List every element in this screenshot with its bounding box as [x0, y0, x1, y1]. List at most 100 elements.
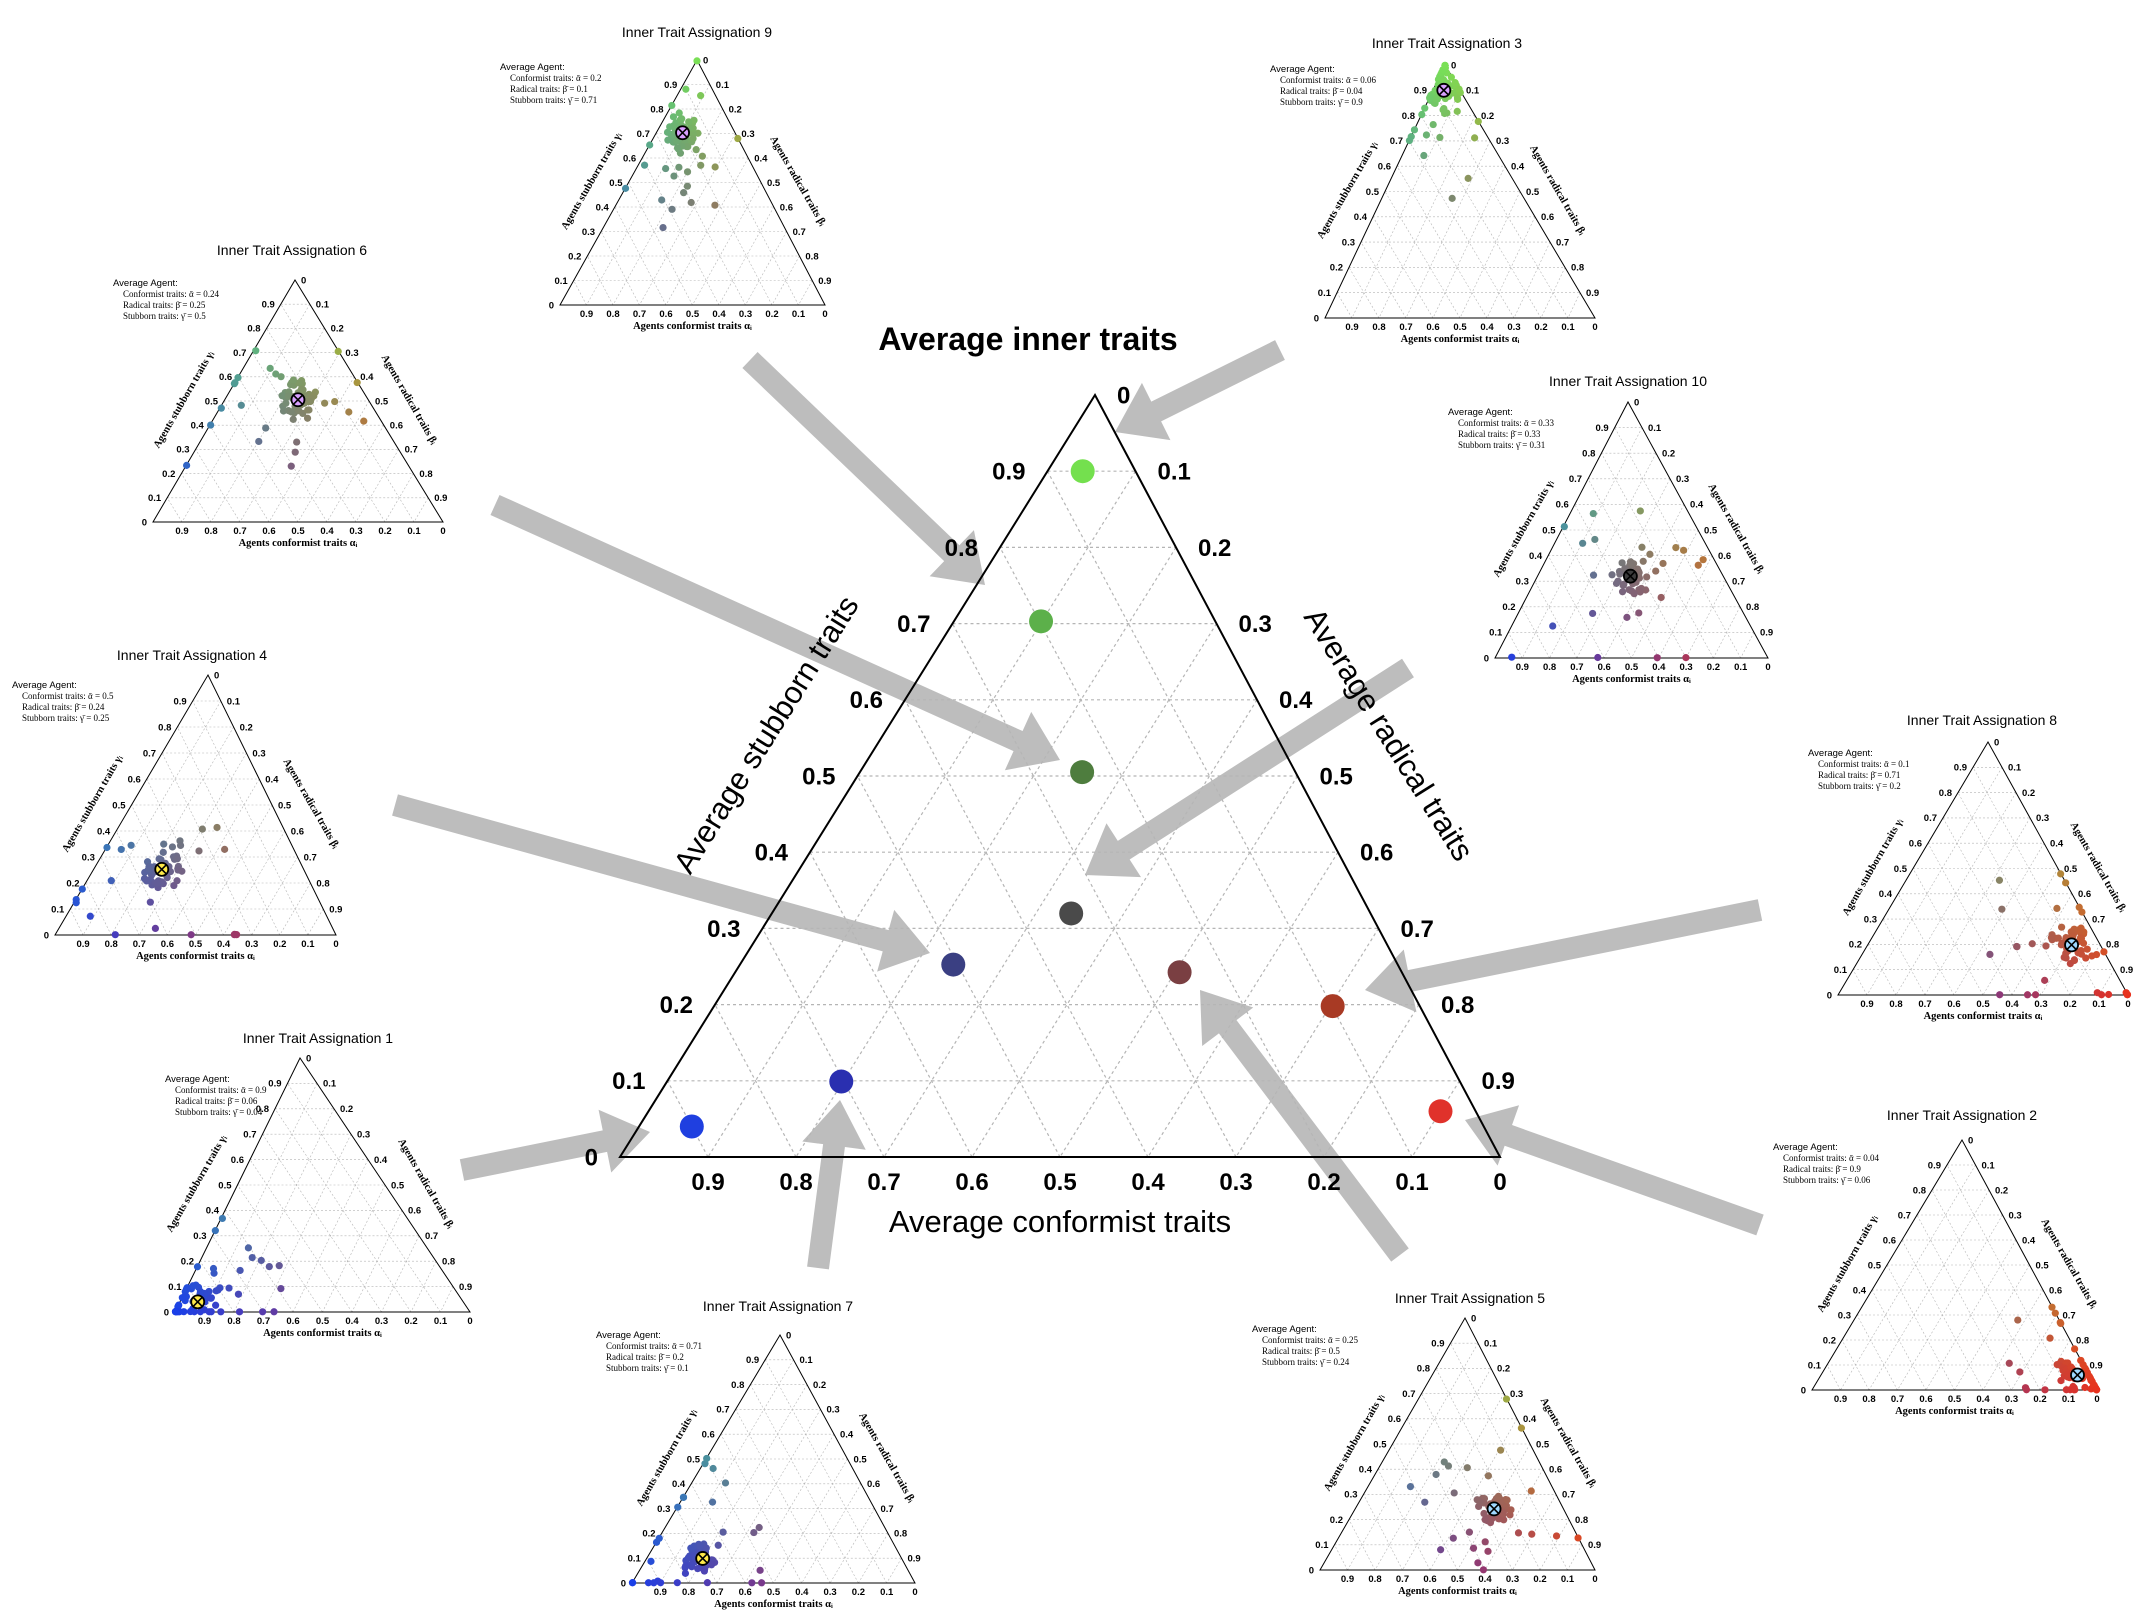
subplot-agent-point: [2041, 976, 2049, 984]
subplot-tick-right: 0.3: [1496, 136, 1509, 147]
subplot-grid-line: [239, 352, 340, 523]
subplot-tick-bottom: 0.9: [76, 939, 89, 950]
subplot-tick-right: 0.5: [375, 396, 389, 407]
subplot-tick-bottom: 0.7: [1570, 662, 1583, 673]
subplot-tick-right: 0.9: [329, 904, 342, 915]
subplot-average-radical: Radical traits: β̄ = 0.33: [1458, 429, 1541, 439]
subplot-tick-left: 0.7: [1402, 1389, 1415, 1400]
subplot-agent-point: [277, 1284, 285, 1293]
subplot-tick-right: 0.2: [1662, 449, 1675, 460]
main-tick-left: 0: [585, 1144, 598, 1171]
subplot-agent-point: [682, 85, 690, 93]
subplot-grid-line: [858, 1533, 889, 1584]
subplot-tick-bottom: 0.7: [1399, 322, 1412, 333]
subplot-tick-left: 0.7: [637, 129, 650, 140]
subplot-tick-bottom: 0.5: [1453, 322, 1467, 333]
subplot-grid-line: [166, 497, 183, 523]
subplot-tick-right: 0: [786, 1330, 791, 1341]
subplot-agent-point: [196, 1287, 205, 1296]
main-axis-bottom-label: Average conformist traits: [889, 1204, 1231, 1239]
subplot-agent-point: [685, 118, 693, 126]
subplot-agent-point: [2104, 990, 2113, 999]
subplot-agent-point: [289, 376, 298, 384]
subplot-tick-right: 0.6: [2049, 1285, 2062, 1296]
subplot-agent-point: [1589, 571, 1598, 579]
subplot-agent-point: [2048, 1303, 2056, 1311]
subplot-tick-right: 0.1: [800, 1355, 814, 1366]
subplot-agent-point: [1465, 1528, 1474, 1536]
subplot-tick-right: 0.8: [894, 1529, 907, 1540]
subplot-agent-point: [673, 144, 682, 152]
subplot-agent-point: [1638, 543, 1646, 551]
subplot-agent-point: [266, 364, 274, 372]
subplot-tick-left: 0.5: [609, 178, 623, 189]
subplot-agent-point: [1616, 570, 1624, 578]
subplot-grid-lines: [70, 700, 324, 936]
subplot-tick-left: 0.4: [596, 202, 610, 213]
subplot-grid-line: [1852, 969, 1868, 996]
subplot-tick-right: 0: [214, 670, 219, 681]
subplot-tick-bottom: 0: [2094, 1394, 2099, 1405]
subplot-grid-line: [1405, 140, 1491, 319]
subplot-tick-right: 0: [306, 1053, 311, 1064]
subplot-tick-left: 0.4: [1354, 212, 1368, 223]
subplot-tick-left: 0.1: [1315, 1540, 1329, 1551]
subplot-agent-point: [1450, 1489, 1458, 1497]
subplot-tick-right: 0.3: [345, 348, 358, 359]
subplot-tick-right: 0.9: [818, 276, 831, 287]
subplot-agent-point: [662, 164, 670, 173]
subplot-tick-left: 0.1: [1489, 628, 1503, 639]
subplot-agent-point: [703, 1579, 711, 1587]
subplot-agent-point: [1469, 1544, 1478, 1552]
subplot-tick-bottom: 0: [440, 526, 445, 537]
subplot-grid-line: [1540, 267, 1566, 319]
subplot-agent-point: [628, 1579, 637, 1587]
subplot-tick-left: 0: [1309, 1565, 1314, 1576]
subplot-grid-line: [181, 473, 212, 523]
subplot-tick-bottom: 0.6: [1426, 322, 1439, 333]
subplot-tick-right: 0.7: [425, 1231, 438, 1242]
subplot-tick-right: 0.7: [405, 445, 418, 456]
subplot-tick-right: 0.4: [374, 1155, 388, 1166]
main-tick-right: 0.3: [1239, 611, 1272, 638]
subplot-tick-right: 0.9: [459, 1282, 472, 1293]
main-tick-bottom: 0.5: [1043, 1169, 1076, 1196]
subplot-tick-left: 0.2: [181, 1257, 194, 1268]
subplot-grid-line: [1360, 241, 1407, 319]
subplot-tick-left: 0.6: [623, 153, 636, 164]
subplot-agent-point: [673, 137, 681, 145]
subplot-tick-left: 0.7: [1898, 1210, 1911, 1221]
subplot-agent-point: [207, 1294, 215, 1302]
subplot-agent-point: [195, 847, 203, 855]
subplot-tick-right: 0.6: [1549, 1465, 1562, 1476]
subplot-grid-line: [1421, 1393, 1513, 1571]
main-tick-bottom: 0.2: [1307, 1169, 1340, 1196]
subplot-agent-point: [78, 885, 86, 893]
subplot-agent-point: [230, 931, 239, 939]
subplot-tick-right: 0.7: [1556, 237, 1569, 248]
subplot-tick-right: 0.2: [1497, 1364, 1510, 1375]
main-tick-bottom: 0.7: [867, 1169, 900, 1196]
subplot-tick-left: 0: [1801, 1385, 1806, 1396]
subplot-tick-left: 0.6: [128, 774, 141, 785]
subplot-tick-right: 0.7: [1562, 1490, 1575, 1501]
subplot-agent-point: [1623, 613, 1631, 621]
subplot-average-stubborn: Stubborn traits: γ̄ = 0.25: [22, 713, 110, 723]
subplot-tick-bottom: 0.6: [739, 1587, 752, 1598]
subplot-tick-left: 0.5: [687, 1454, 701, 1465]
subplot-agent-point: [1549, 622, 1557, 630]
subplot-grid-line: [351, 1210, 403, 1313]
subplot-tick-bottom: 0.9: [1860, 999, 1873, 1010]
subplot-tick-bottom: 0: [467, 1316, 472, 1327]
subplot-tick-left: 0.7: [233, 348, 246, 359]
subplot-agent-point: [687, 198, 695, 207]
subplot-grid-line: [1521, 606, 1550, 659]
subplot-tick-right: 0.3: [1510, 1389, 1523, 1400]
subplot-tick-bottom: 0.5: [316, 1316, 330, 1327]
subplot-tick-bottom: 0.2: [1533, 1574, 1546, 1585]
subplot-agent-point: [287, 408, 295, 416]
subplot-grid-line: [1334, 1544, 1348, 1571]
subplot-agent-point: [277, 373, 285, 381]
subplot-grid-line: [195, 449, 241, 523]
